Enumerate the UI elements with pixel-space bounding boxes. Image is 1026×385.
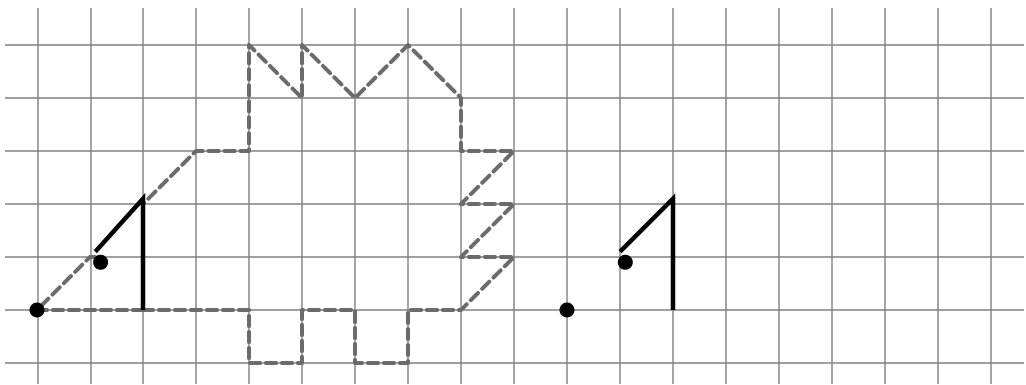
dashed-outline-path — [141, 43, 516, 365]
right-figure — [559, 193, 676, 318]
point-dot — [617, 254, 633, 270]
solid-stroke-path — [618, 193, 676, 310]
point-dot — [559, 302, 575, 318]
left-figure — [29, 43, 516, 365]
dashed-closing-path — [32, 255, 145, 312]
point-dot — [93, 254, 109, 270]
grid-lines — [5, 8, 1024, 384]
point-dot — [29, 302, 45, 318]
solid-stroke-path — [93, 192, 146, 310]
